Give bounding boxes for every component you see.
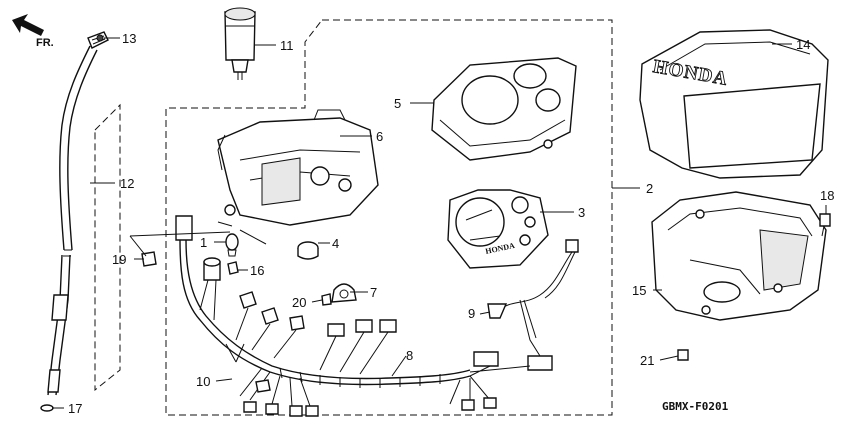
part-7-clamp — [331, 283, 357, 303]
part-12-speedometer-cable — [47, 45, 98, 396]
part-19-screw — [129, 235, 157, 267]
part-13-cable-fitting — [87, 31, 109, 49]
leader-lines — [52, 37, 827, 409]
assembly-boundary-cable — [94, 103, 121, 392]
part-15-rear-cover — [651, 191, 827, 321]
part-8-wire-harness — [175, 215, 553, 417]
part-18-screw — [819, 213, 831, 237]
callout-4: 4 — [332, 236, 339, 251]
part-17-washer — [40, 404, 54, 412]
callout-17: 17 — [68, 401, 82, 416]
part-6-lower-meter-case — [217, 109, 379, 226]
part-9-sub-harness — [487, 239, 579, 357]
part-4-grommet — [297, 241, 319, 260]
part-20-screw — [321, 293, 332, 306]
part-21-screw — [677, 349, 689, 361]
callout-14: 14 — [796, 37, 810, 52]
part-5-upper-meter-case — [431, 57, 577, 161]
callout-2: 2 — [646, 181, 653, 196]
callout-19: 19 — [112, 252, 126, 267]
callout-9: 9 — [468, 306, 475, 321]
drawing-code: GBMX-F0201 — [662, 400, 729, 413]
direction-label: FR. — [36, 37, 54, 49]
part-1-bulb — [225, 233, 239, 257]
callout-3: 3 — [578, 205, 585, 220]
part-3-meter-assembly: HONDA — [447, 189, 549, 269]
callout-20: 20 — [292, 295, 306, 310]
assembly-boundary-main — [165, 19, 613, 416]
callout-1: 1 — [200, 235, 207, 250]
callout-16: 16 — [250, 263, 264, 278]
callout-18: 18 — [820, 188, 834, 203]
callout-11: 11 — [280, 38, 294, 53]
callout-15: 15 — [632, 283, 646, 298]
part-16-socket — [227, 261, 239, 275]
callout-8: 8 — [406, 348, 413, 363]
part-14-front-cover: HONDA — [639, 29, 829, 179]
callout-21: 21 — [640, 353, 654, 368]
callout-12: 12 — [120, 176, 134, 191]
callout-13: 13 — [122, 31, 136, 46]
callout-10: 10 — [196, 374, 210, 389]
callout-7: 7 — [370, 285, 377, 300]
callout-6: 6 — [376, 129, 383, 144]
callout-labels: 13 11 12 14 5 6 2 3 4 1 16 19 7 20 9 8 1… — [68, 31, 834, 416]
callout-5: 5 — [394, 96, 401, 111]
front-direction-arrow: FR. — [12, 14, 54, 49]
part-11-capsule — [224, 7, 256, 80]
